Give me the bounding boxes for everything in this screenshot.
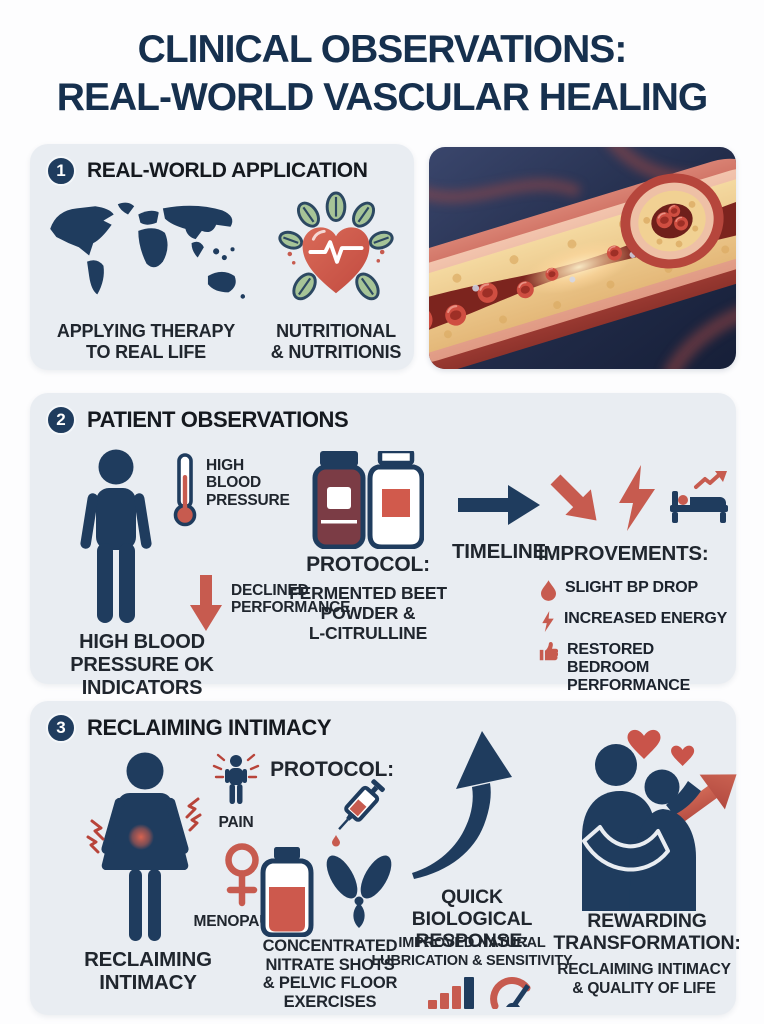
supplement-bottles-icon	[312, 451, 424, 549]
right-arrow-icon	[458, 485, 540, 525]
down-right-arrow-icon	[550, 474, 597, 521]
symptom-performance-label: DECLINED PERFORMANCE	[231, 582, 351, 617]
title-line-2: REAL-WORLD VASCULAR HEALING	[56, 75, 708, 119]
transformation-heading: REWARDING TRANSFORMATION:	[553, 910, 741, 954]
section2-header: 2 PATIENT OBSERVATIONS	[46, 405, 349, 435]
improvement-label: RESTORED BEDROOM PERFORMANCE	[567, 641, 691, 694]
section3-number-badge: 3	[46, 713, 76, 743]
section-patient-observations: 2 PATIENT OBSERVATIONS HIGH BLOOD PRESSU…	[30, 393, 736, 699]
lightning-bolt-icon	[619, 465, 655, 531]
male-patient-icon	[80, 449, 152, 623]
syringe-icon	[332, 779, 385, 847]
improvement-item: RESTORED BEDROOM PERFORMANCE	[539, 641, 736, 695]
section3-heading: RECLAIMING INTIMACY	[87, 715, 332, 740]
nitrate-bottle-icon	[260, 847, 314, 937]
patient-indicators-label: HIGH BLOOD PRESSURE OK INDICATORS	[70, 631, 214, 699]
bar-chart-icon	[428, 977, 474, 1009]
response-heading: QUICK BIOLOGICAL RESPONSE:	[411, 886, 533, 952]
section1-number-badge: 1	[46, 156, 76, 186]
protocol3-heading: PROTOCOL:	[270, 758, 394, 781]
growth-arrow-icon	[412, 731, 512, 879]
bolt-icon	[542, 611, 554, 632]
blood-vessel-image	[429, 147, 736, 369]
pelvic-floor-icon	[326, 855, 392, 928]
world-map-icon	[50, 202, 246, 299]
improvement-item: INCREASED ENERGY	[541, 610, 727, 632]
timeline-label: TIMELINE	[451, 540, 547, 563]
section1-heading: REAL-WORLD APPLICATION	[87, 159, 368, 182]
bed-recovery-icon	[670, 471, 728, 523]
improvement-label: INCREASED ENERGY	[564, 610, 728, 627]
drop-icon	[541, 580, 556, 601]
map-label: APPLYING THERAPY TO REAL LIFE	[56, 321, 236, 362]
heart-leaves-icon	[278, 191, 394, 301]
female-patient-icon	[86, 752, 202, 941]
section3-header: 3 RECLAIMING INTIMACY	[46, 713, 332, 743]
female-symbol-icon	[225, 843, 259, 907]
heart-icon	[671, 745, 695, 766]
title-line-1: CLINICAL OBSERVATIONS:	[137, 28, 628, 71]
protocol-heading: PROTOCOL:	[306, 553, 430, 576]
improvement-label: SLIGHT BP DROP	[565, 579, 698, 596]
protocol-detail: FERMENTED BEET POWDER & L-CITRULLINE	[289, 583, 447, 644]
heart-label: NUTRITIONAL & NUTRITIONIS	[270, 321, 402, 362]
protocol3-detail: CONCENTRATED NITRATE SHOTS & PELVIC FLOO…	[262, 937, 398, 1011]
page-title: CLINICAL OBSERVATIONS: REAL-WORLD VASCUL…	[0, 26, 764, 121]
section-reclaiming-intimacy: 3 RECLAIMING INTIMACY	[30, 701, 741, 1015]
section2-number-badge: 2	[46, 405, 76, 435]
blood-vessel-art	[429, 147, 736, 369]
transformation-detail: RECLAIMING INTIMACY & QUALITY OF LIFE	[557, 961, 731, 997]
section1-header: 1 REAL-WORLD APPLICATION	[46, 156, 368, 186]
symptom-bp-label: HIGH BLOOD PRESSURE	[206, 457, 290, 509]
reclaiming-intimacy-label: RECLAIMING INTIMACY	[84, 948, 212, 995]
down-arrow-icon	[190, 575, 222, 631]
response-detail: IMPROVED NATURAL LUBRICATION & SENSITIVI…	[371, 935, 573, 969]
section-real-world-application: 1 REAL-WORLD APPLICATION	[30, 144, 414, 370]
heart-icon	[627, 729, 661, 759]
improvements-heading: IMPROVEMENTS:	[538, 542, 709, 565]
pain-label: PAIN	[218, 814, 254, 831]
thermometer-icon	[173, 453, 197, 527]
thumb-up-icon	[539, 642, 558, 661]
gauge-icon	[490, 977, 531, 1009]
couple-hearts-icon	[582, 729, 737, 911]
improvement-item: SLIGHT BP DROP	[541, 579, 698, 601]
pain-figure-icon	[212, 753, 260, 804]
section2-heading: PATIENT OBSERVATIONS	[87, 407, 349, 432]
